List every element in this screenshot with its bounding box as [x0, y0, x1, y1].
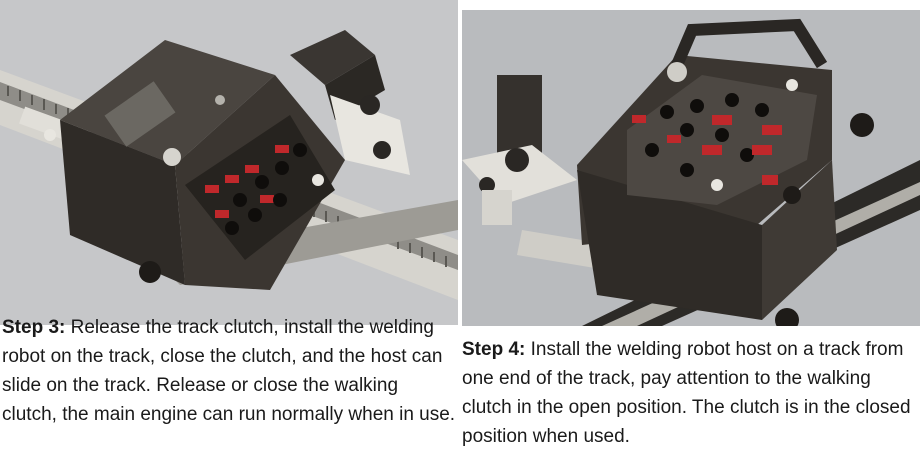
step3-text: Release the track clutch, install the we… [2, 317, 456, 425]
welding-robot-on-track-illustration [0, 30, 458, 300]
torch-holder-arm [462, 75, 577, 225]
step3-illustration [0, 0, 458, 325]
step4-illustration [462, 10, 920, 326]
walking-clutch-knob [139, 261, 161, 283]
step4-caption: Step 4: Install the welding robot host o… [462, 335, 920, 451]
control-panel [185, 115, 335, 260]
step4-label: Step 4: [462, 339, 526, 360]
step3-caption: Step 3: Release the track clutch, instal… [2, 313, 458, 429]
step4-text: Install the welding robot host on a trac… [462, 339, 911, 447]
control-panel [627, 75, 817, 205]
step3-label: Step 3: [2, 317, 66, 338]
welding-robot-host-illustration [462, 18, 920, 326]
